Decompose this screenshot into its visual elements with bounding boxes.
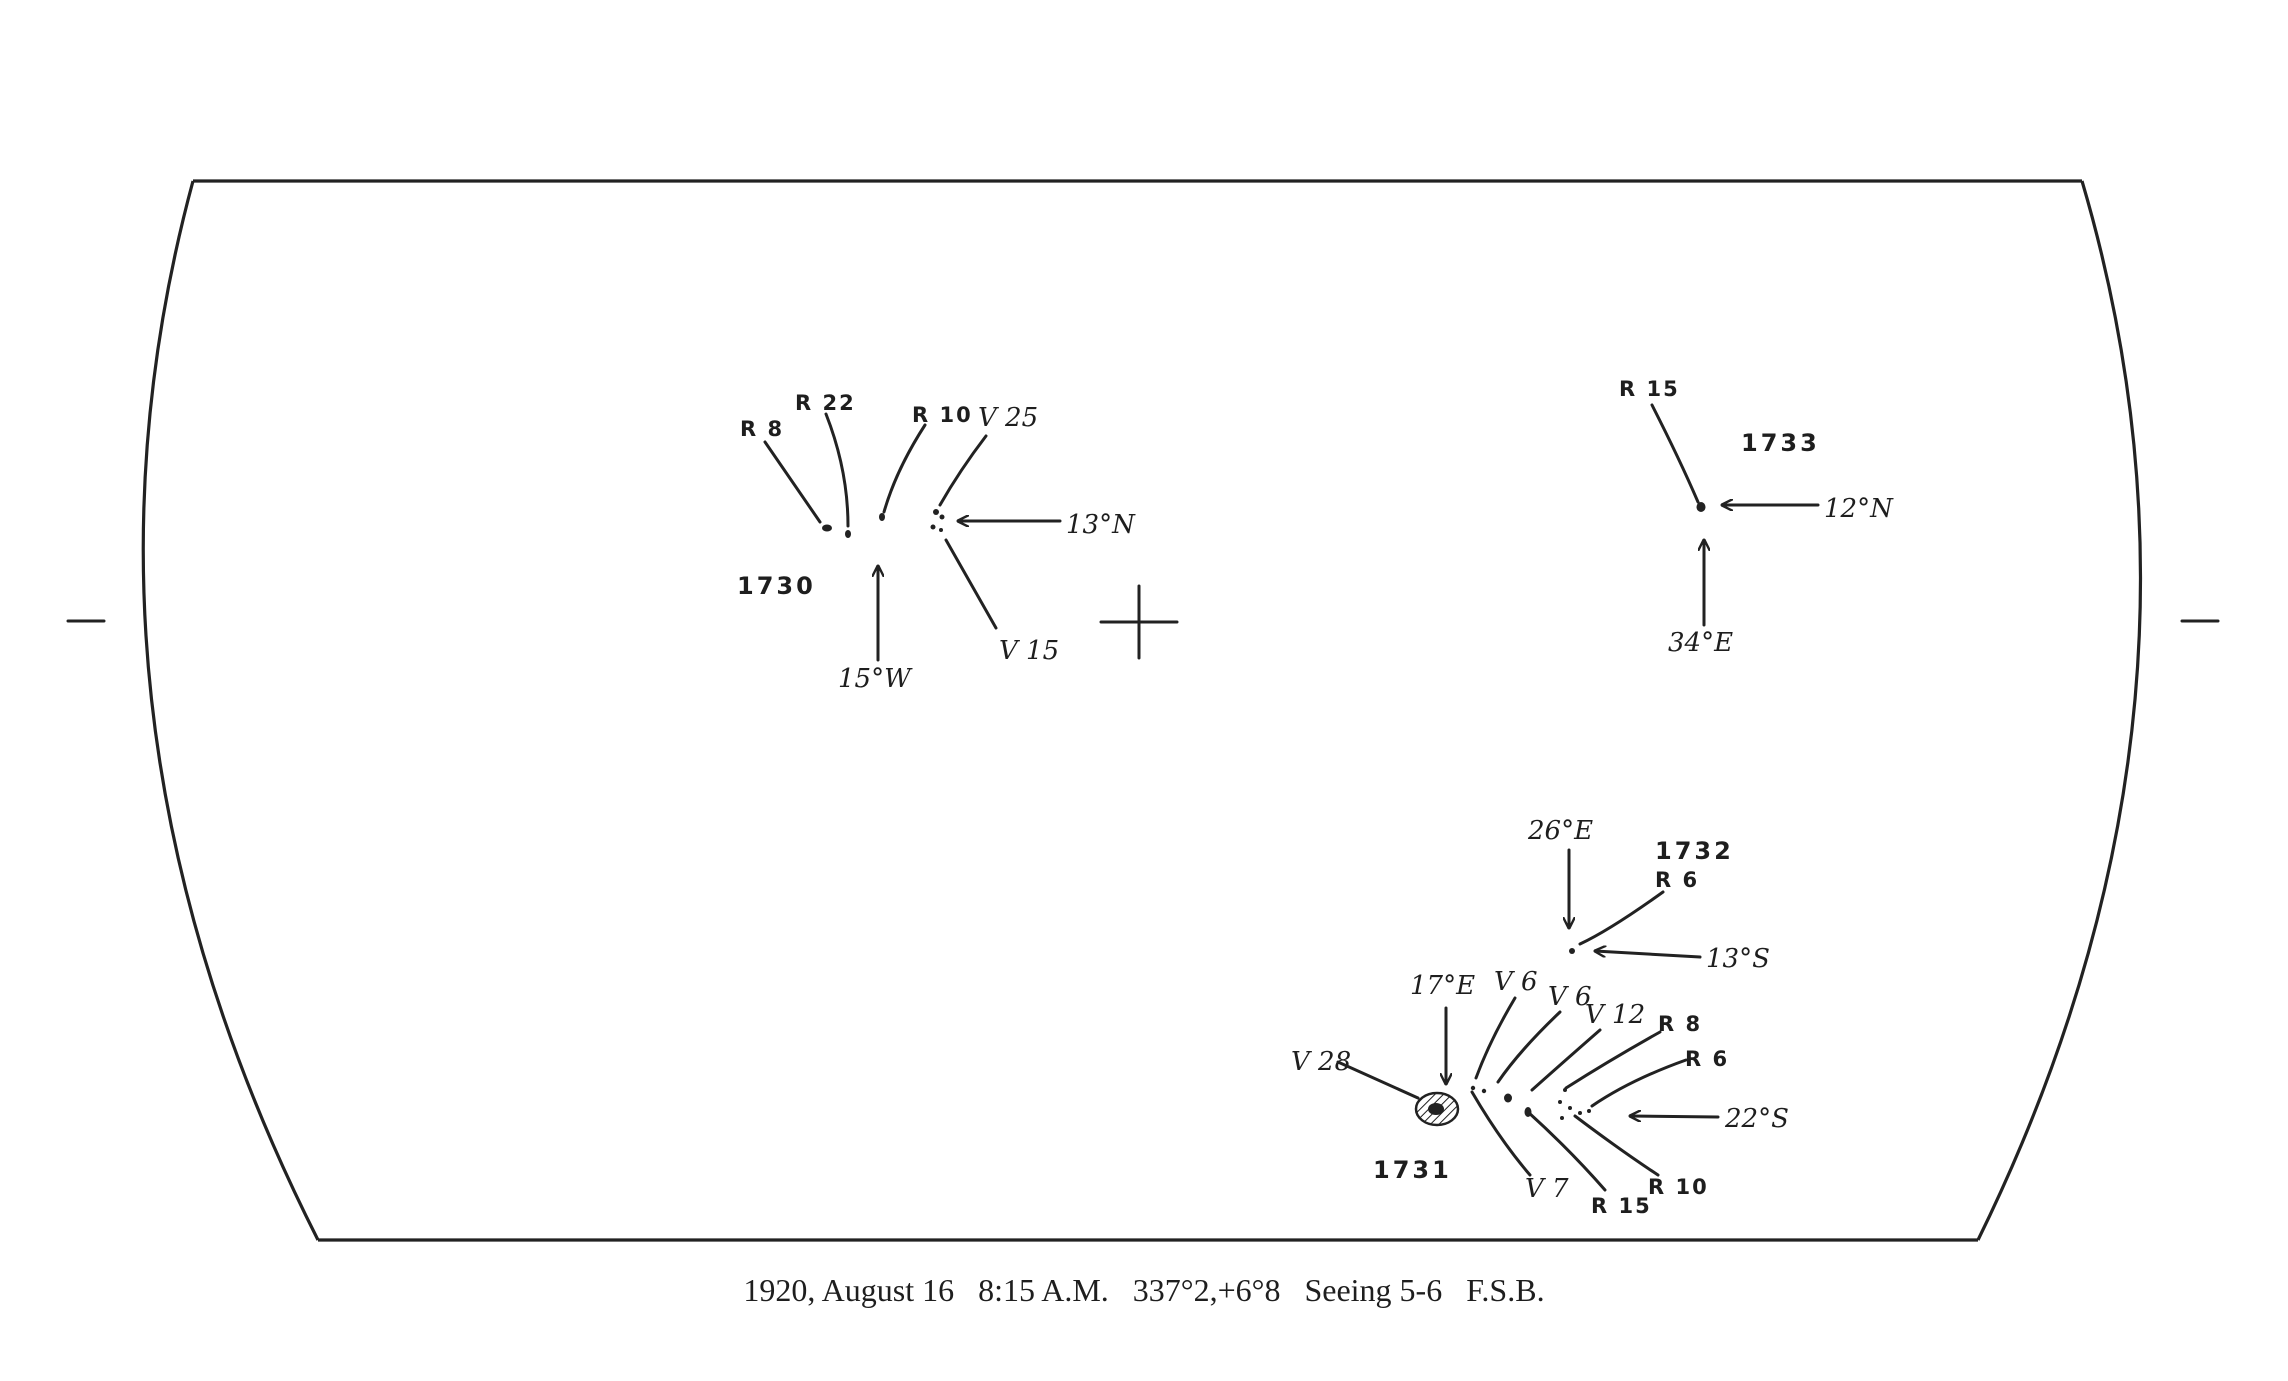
spot-1731-e [1563, 1088, 1567, 1092]
spot-1730-c [879, 513, 885, 521]
leader-r15-1733 [1650, 403, 1700, 504]
longitude-1732: 26°E [1527, 816, 1593, 846]
frame-right-limb [1976, 180, 2143, 1241]
label-v28: V 28 [1291, 1047, 1351, 1077]
frame-left-limb [141, 180, 320, 1241]
leader-r10-1731 [1573, 1114, 1660, 1177]
spot-1730-b [845, 530, 851, 538]
leader-r15-1731 [1526, 1110, 1607, 1192]
leader-v28 [1336, 1060, 1420, 1100]
leader-r22 [824, 412, 850, 528]
group-number-1733: 1733 [1741, 429, 1820, 457]
label-v25: V 25 [978, 403, 1038, 433]
group-number-1732: 1732 [1655, 837, 1734, 865]
latitude-1731: 22°S [1724, 1104, 1789, 1134]
leader-r10 [882, 423, 927, 514]
group-1731: 17°E V 28 V 6 V 6 V 12 R 8 R 6 V 7 R 15 … [1291, 967, 1789, 1218]
label-v15: V 15 [999, 636, 1059, 666]
spot-1732 [1569, 948, 1575, 954]
spot-1730-d [933, 509, 939, 515]
label-r22: R 22 [795, 391, 856, 415]
label-v6-a: V 6 [1494, 967, 1538, 997]
spot-1730-g [939, 528, 943, 532]
label-r15-1731: R 15 [1591, 1194, 1652, 1218]
spot-1731-i [1560, 1116, 1564, 1120]
leader-v6-a [1474, 996, 1517, 1080]
label-r10-1731: R 10 [1648, 1175, 1709, 1199]
label-r8: R 8 [740, 417, 784, 441]
label-v6-b: V 6 [1548, 982, 1592, 1012]
leader-r8 [763, 440, 822, 524]
spot-1733 [1696, 502, 1706, 512]
latitude-1733: 12°N [1824, 494, 1894, 524]
group-number-1730: 1730 [737, 572, 816, 600]
spot-1731-c [1504, 1093, 1512, 1103]
longitude-1731: 17°E [1410, 971, 1475, 1001]
caption: 1920, August 16 8:15 A.M. 337°2,+6°8 See… [743, 1272, 1544, 1308]
arrow-1732-latitude [1593, 951, 1702, 959]
spot-1731-g [1568, 1106, 1572, 1110]
spot-1731-b [1481, 1088, 1487, 1094]
label-r6-1732: R 6 [1655, 868, 1699, 892]
label-r6-1731: R 6 [1685, 1047, 1729, 1071]
label-r10: R 10 [912, 403, 973, 427]
spot-1731-h [1578, 1111, 1582, 1115]
spot-1730-a [822, 524, 832, 532]
label-v7: V 7 [1525, 1174, 1569, 1204]
spot-1731-f [1558, 1100, 1562, 1104]
latitude-1730: 13°N [1066, 510, 1136, 540]
leader-r6-1731 [1590, 1058, 1688, 1108]
leader-r6-1732 [1578, 890, 1665, 946]
leader-v6-b [1496, 1010, 1562, 1084]
spot-1730-e [939, 514, 945, 520]
solar-disk-frame [66, 179, 2220, 1242]
spot-1731-umbra [1428, 1103, 1444, 1115]
group-1733: R 15 1733 12°N 34°E [1619, 377, 1894, 658]
spot-1731-j [1587, 1109, 1591, 1113]
label-r15-1733: R 15 [1619, 377, 1680, 401]
spot-1731-d [1524, 1107, 1532, 1117]
spot-1731-a [1470, 1085, 1476, 1091]
leader-v12 [1530, 1028, 1602, 1092]
label-v12: V 12 [1585, 1000, 1645, 1030]
label-r8-1731: R 8 [1658, 1012, 1702, 1036]
longitude-1730: 15°W [838, 664, 913, 694]
arrow-1731-latitude [1628, 1116, 1720, 1117]
group-1730: R 8 R 22 R 10 V 25 V 15 1730 13°N 15°W [737, 391, 1136, 694]
leader-v25 [938, 434, 988, 507]
group-number-1731: 1731 [1373, 1156, 1452, 1184]
group-1732: 26°E 1732 R 6 13°S [1527, 816, 1770, 974]
longitude-1733: 34°E [1668, 628, 1733, 658]
leader-v15 [944, 538, 998, 630]
leader-v7 [1470, 1090, 1532, 1177]
spot-1730-f [930, 524, 936, 530]
leader-r8-1731 [1564, 1030, 1662, 1090]
latitude-1732: 13°S [1706, 944, 1770, 974]
